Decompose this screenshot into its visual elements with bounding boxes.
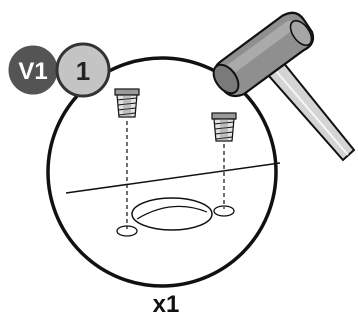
threaded-insert-icon — [211, 112, 237, 142]
step-badge-circle — [55, 42, 111, 98]
threaded-insert-icon — [114, 88, 140, 118]
variant-badge: V1 — [5, 42, 61, 98]
panel-edge-line — [65, 162, 281, 194]
variant-label: V1 — [18, 58, 47, 85]
step-number: 1 — [76, 56, 90, 86]
panel-hole-inner — [136, 205, 208, 220]
hammer-icon — [212, 11, 356, 162]
panel-hole — [131, 197, 213, 231]
quantity-label: x1 — [153, 291, 180, 318]
mount-hole-right — [213, 205, 235, 217]
step-badge: 1 — [55, 42, 111, 98]
